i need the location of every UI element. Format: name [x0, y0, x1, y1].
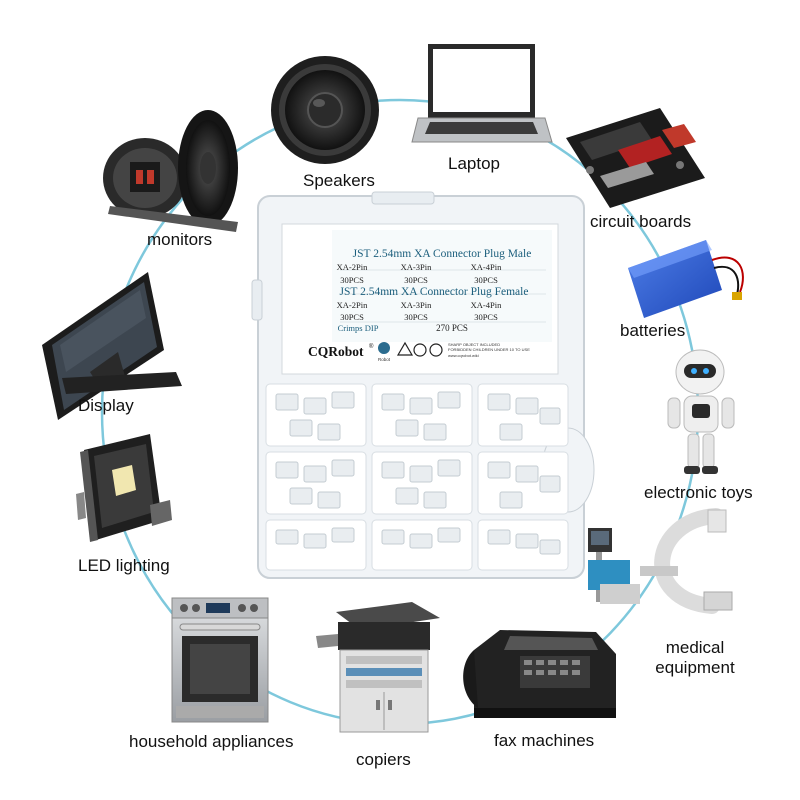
oven-image — [171, 597, 269, 723]
led-light-image — [76, 434, 172, 542]
recycle-icon — [429, 343, 443, 357]
fax-machine-image — [463, 630, 616, 718]
copier-image — [316, 602, 440, 733]
label-pin-male-4: XA-4Pin — [471, 262, 502, 272]
label-crimps: Crimps DIP — [338, 323, 379, 333]
label-qty-male-4: 30PCS — [474, 275, 498, 285]
label-medical-line1: medical — [665, 638, 725, 657]
warning-triangle-icon — [396, 341, 414, 356]
label-pin-female-3: XA-3Pin — [401, 300, 432, 310]
age-restriction-icon — [413, 343, 427, 357]
robot-image — [667, 349, 735, 474]
warning-line2: FORBIDDEN CHILDREN UNDER 10 TO USE — [448, 347, 530, 352]
warning-line1: SHARP OBJECT INCLUDED — [448, 342, 500, 347]
circuit-board-image — [566, 108, 705, 208]
label-pin-male-2: XA-2Pin — [337, 262, 368, 272]
brand-registered: ® — [369, 343, 374, 350]
label-circuit-boards: circuit boards — [590, 212, 692, 231]
laptop-image — [411, 44, 553, 143]
robot-mark: Robot — [378, 357, 391, 362]
label-household-appliances: household appliances — [129, 732, 294, 751]
label-qty-male-2: 30PCS — [340, 275, 364, 285]
display-image — [42, 272, 182, 420]
label-pin-female-2: XA-2Pin — [337, 300, 368, 310]
label-speakers: Speakers — [303, 171, 375, 190]
speaker-image — [271, 56, 379, 164]
brand-name: CQRobot — [308, 344, 364, 359]
medical-equipment-image — [588, 508, 733, 614]
label-pin-male-3: XA-3Pin — [401, 262, 432, 272]
label-qty-female-4: 30PCS — [474, 312, 498, 322]
label-qty-female-2: 30PCS — [340, 312, 364, 322]
label-total: 270 PCS — [436, 323, 468, 333]
label-title-female: JST 2.54mm XA Connector Plug Female — [340, 286, 529, 298]
box-label-text: JST 2.54mm XA Connector Plug Male XA-2Pi… — [308, 248, 531, 362]
label-copiers: copiers — [356, 750, 411, 769]
label-led-lighting: LED lighting — [78, 556, 170, 575]
label-qty-male-3: 30PCS — [404, 275, 428, 285]
label-pin-female-4: XA-4Pin — [471, 300, 502, 310]
label-electronic-toys: electronic toys — [644, 483, 753, 502]
label-batteries: batteries — [620, 321, 686, 340]
label-display: Display — [78, 396, 134, 415]
website: www.cqrobot.wiki — [448, 353, 479, 358]
robot-logo-icon — [378, 342, 390, 354]
battery-image — [628, 240, 744, 318]
label-qty-female-3: 30PCS — [404, 312, 428, 322]
label-monitors: monitors — [147, 230, 213, 249]
label-medical-line2: equipment — [655, 658, 735, 677]
label-laptop: Laptop — [448, 154, 500, 173]
connector-box — [251, 191, 595, 579]
monitors-image — [103, 110, 238, 232]
label-fax-machines: fax machines — [494, 731, 595, 750]
label-title-male: JST 2.54mm XA Connector Plug Male — [353, 248, 532, 260]
